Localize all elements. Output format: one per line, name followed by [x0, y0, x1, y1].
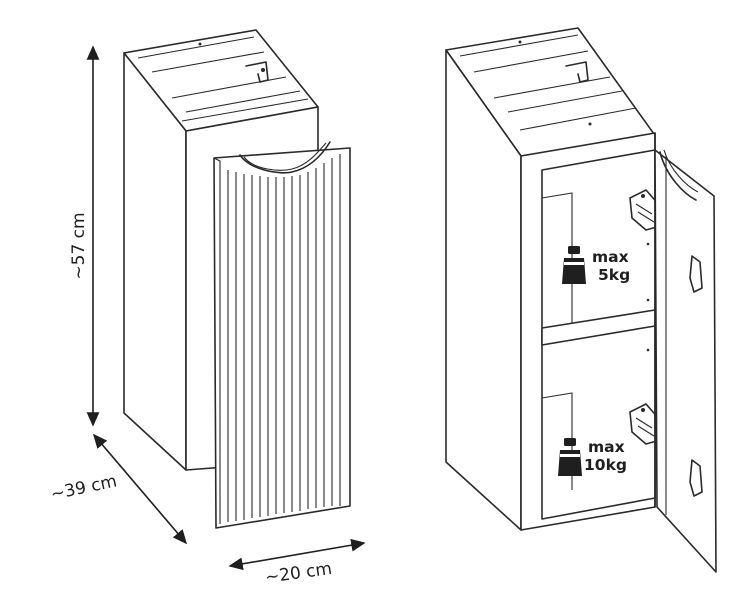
depth-label: ~39 cm: [49, 471, 119, 505]
closed-cabinet: [123, 29, 351, 529]
upper-shelf-load: max 5kg: [562, 246, 630, 284]
weight-icon: [558, 438, 582, 476]
lower-load-label-line1: max: [588, 438, 625, 456]
open-door: [654, 149, 717, 573]
open-cabinet: [445, 27, 656, 531]
height-dimension: ~57 cm: [69, 45, 100, 427]
width-dimension: ~20 cm: [228, 538, 366, 588]
lower-shelf-load: max 10kg: [558, 438, 627, 476]
weight-icon: [562, 246, 586, 284]
width-label: ~20 cm: [264, 559, 333, 588]
height-label: ~57 cm: [69, 212, 89, 279]
upper-load-label-line2: 5kg: [598, 266, 630, 284]
upper-load-label-line1: max: [592, 248, 629, 266]
lower-load-label-line2: 10kg: [584, 456, 627, 474]
